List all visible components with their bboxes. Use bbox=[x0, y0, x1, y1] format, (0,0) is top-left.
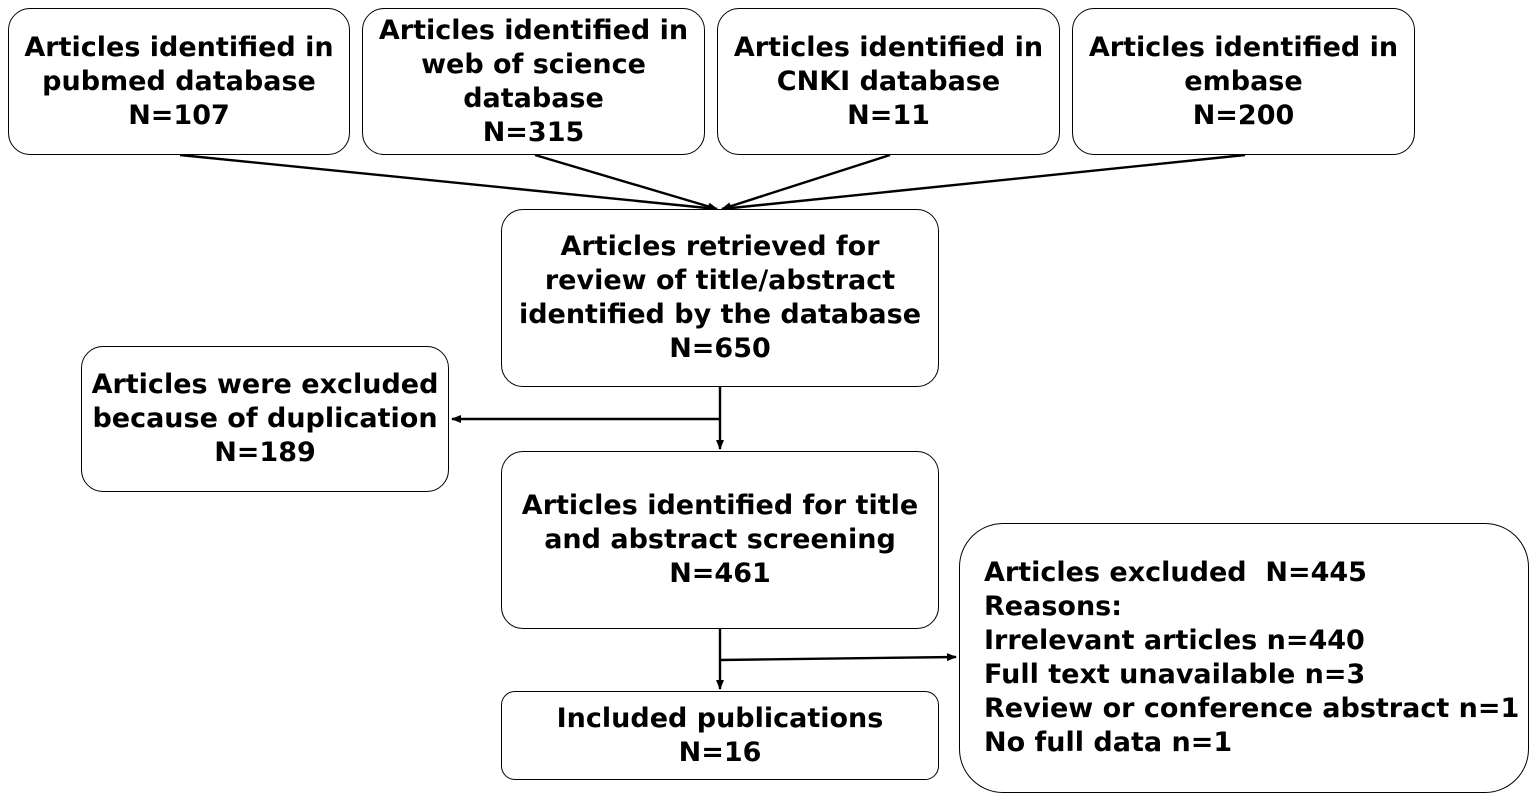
reason-no-full-data: No full data n=1 bbox=[984, 727, 1233, 758]
pubmed-count: N=107 bbox=[128, 99, 230, 131]
duplicates-count: N=189 bbox=[214, 437, 316, 468]
included-box: Included publications N=16 bbox=[501, 691, 939, 780]
cnki-count: N=11 bbox=[847, 99, 930, 131]
arrow-to-excluded bbox=[719, 653, 957, 662]
screening-count: N=461 bbox=[669, 558, 771, 589]
embase-box: Articles identified in embase N=200 bbox=[1072, 8, 1415, 155]
arrow-cnki-to-retrieved bbox=[721, 153, 891, 211]
screening-line-1: Articles identified for title bbox=[521, 490, 919, 521]
embase-count: N=200 bbox=[1192, 99, 1295, 131]
duplicates-excluded-box: Articles were excluded because of duplic… bbox=[81, 346, 449, 492]
pubmed-line-1: Articles identified in bbox=[24, 31, 334, 63]
cnki-line-1: Articles identified in bbox=[733, 31, 1044, 63]
pubmed-box: Articles identified in pubmed database N… bbox=[8, 8, 350, 155]
cnki-box: Articles identified in CNKI database N=1… bbox=[717, 8, 1060, 155]
reasons-heading: Reasons: bbox=[984, 591, 1123, 622]
embase-line-2: embase bbox=[1184, 65, 1303, 97]
wos-line-1: Articles identified in bbox=[378, 14, 689, 46]
excluded-count: Articles excluded N=445 bbox=[984, 557, 1367, 588]
web-of-science-box: Articles identified in web of science da… bbox=[362, 8, 705, 155]
embase-line-1: Articles identified in bbox=[1088, 31, 1399, 63]
included-line-1: Included publications bbox=[556, 702, 884, 734]
included-count: N=16 bbox=[678, 736, 762, 768]
duplicates-line-1: Articles were excluded bbox=[91, 369, 439, 400]
reason-full-text-unavailable: Full text unavailable n=3 bbox=[984, 659, 1366, 690]
retrieved-line-2: review of title/abstract bbox=[544, 265, 896, 296]
excluded-reasons-box: Articles excluded N=445 Reasons: Irrelev… bbox=[959, 523, 1529, 793]
wos-count: N=315 bbox=[482, 116, 585, 148]
reason-irrelevant: Irrelevant articles n=440 bbox=[984, 625, 1365, 656]
pubmed-line-2: pubmed database bbox=[42, 65, 316, 97]
retrieved-line-3: identified by the database bbox=[518, 299, 922, 330]
screening-line-2: and abstract screening bbox=[544, 524, 896, 555]
arrow-wos-to-retrieved bbox=[534, 153, 718, 211]
arrow-pubmed-to-retrieved bbox=[179, 153, 718, 213]
retrieved-box: Articles retrieved for review of title/a… bbox=[501, 209, 939, 387]
wos-line-3: database bbox=[463, 82, 604, 114]
reason-review-or-conference: Review or conference abstract n=1 bbox=[984, 693, 1520, 724]
retrieved-line-1: Articles retrieved for bbox=[560, 231, 880, 262]
retrieved-count: N=650 bbox=[669, 333, 771, 364]
cnki-line-2: CNKI database bbox=[776, 65, 1001, 97]
duplicates-line-2: because of duplication bbox=[92, 403, 438, 434]
wos-line-2: web of science bbox=[421, 48, 646, 80]
screening-box: Articles identified for title and abstra… bbox=[501, 451, 939, 629]
arrow-embase-to-retrieved bbox=[721, 153, 1246, 213]
